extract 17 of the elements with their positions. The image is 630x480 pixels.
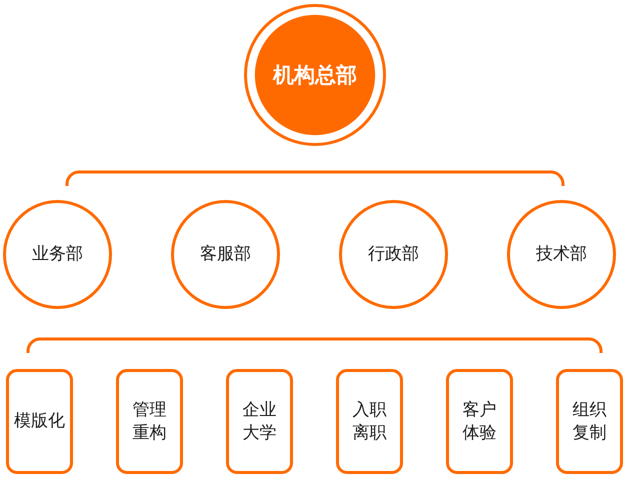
- node-label: 企业大学: [242, 398, 278, 444]
- node-label: 技术部: [536, 243, 587, 266]
- rounded-card: [336, 369, 403, 474]
- node-label: 管理重构: [132, 398, 168, 444]
- rounded-card: [6, 369, 73, 474]
- rounded-card: [556, 369, 623, 474]
- rounded-card: [446, 369, 513, 474]
- node-label: 客服部: [200, 243, 251, 266]
- node-label: 机构总部: [273, 62, 357, 89]
- rounded-card: [226, 369, 293, 474]
- node-label: 行政部: [368, 243, 419, 266]
- node-label: 组织复制: [572, 398, 608, 444]
- node-label: 客户体验: [462, 398, 498, 444]
- node-label: 业务部: [32, 243, 83, 266]
- node-label: 模版化: [13, 410, 66, 433]
- rounded-card: [116, 369, 183, 474]
- node-label: 入职离职: [352, 398, 388, 444]
